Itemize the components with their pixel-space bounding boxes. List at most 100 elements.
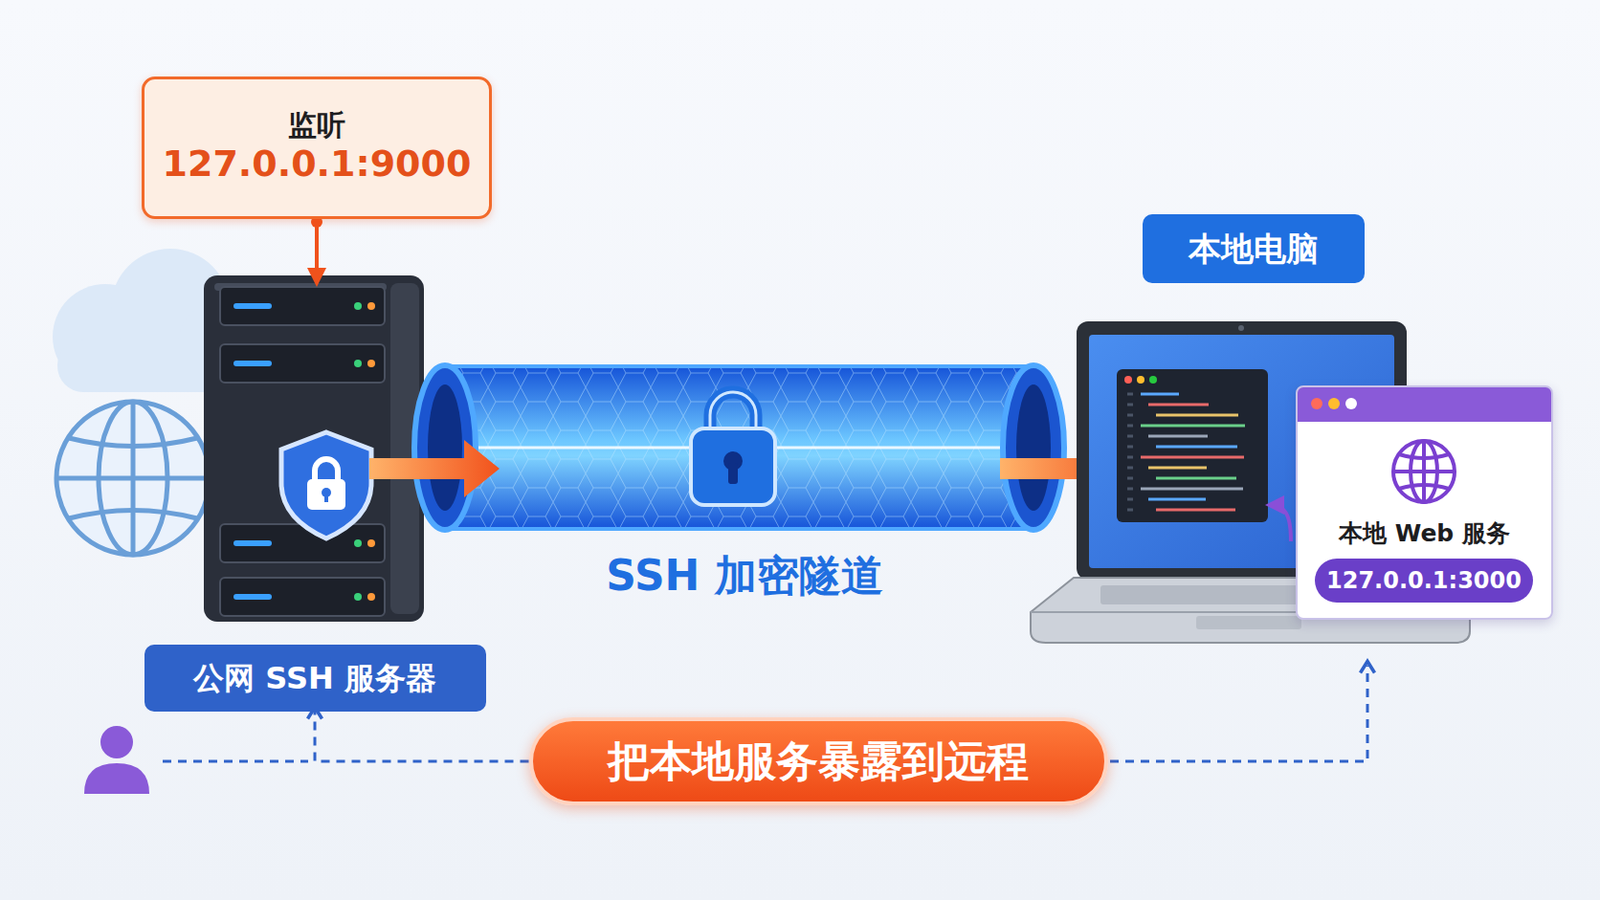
laptop-illustration bbox=[1155, 477, 1237, 481]
laptop-illustration bbox=[1116, 369, 1268, 523]
dashed-line bbox=[162, 760, 309, 764]
flow-arrow bbox=[369, 440, 500, 498]
laptop-illustration bbox=[1136, 376, 1145, 384]
laptop-illustration bbox=[1155, 509, 1236, 512]
tunnel-label: SSH 加密隧道 bbox=[605, 551, 884, 602]
node-text: 本地 Web 服务 bbox=[1297, 519, 1552, 549]
laptop-illustration bbox=[1127, 498, 1134, 502]
node-text: 把本地服务暴露到远程 bbox=[607, 736, 1029, 788]
server-illustration bbox=[367, 539, 376, 548]
person-icon bbox=[84, 763, 150, 795]
lock-icon bbox=[728, 463, 738, 485]
laptop-illustration bbox=[1127, 414, 1134, 418]
server-illustration bbox=[220, 577, 385, 617]
lock-icon bbox=[710, 392, 756, 433]
laptop-illustration bbox=[1127, 424, 1134, 428]
server-illustration bbox=[233, 540, 272, 547]
server-illustration bbox=[354, 539, 362, 548]
ssh-tunnel bbox=[1016, 384, 1051, 512]
globe-icon bbox=[56, 476, 210, 482]
action-pill: 把本地服务暴露到远程 bbox=[529, 717, 1109, 806]
laptop-illustration bbox=[1124, 376, 1133, 384]
laptop-illustration bbox=[1140, 424, 1245, 428]
ssh-tunnel bbox=[427, 384, 463, 512]
server-illustration bbox=[324, 492, 329, 503]
laptop-illustration bbox=[1127, 403, 1134, 407]
browser-decor bbox=[1345, 398, 1357, 410]
node-text: 公网 SSH 服务器 bbox=[193, 660, 437, 697]
server-illustration bbox=[307, 479, 346, 511]
server-illustration bbox=[314, 459, 338, 482]
laptop-illustration bbox=[1140, 456, 1245, 460]
callout-box: 监听127.0.0.1:9000 bbox=[141, 76, 493, 220]
server-illustration bbox=[354, 359, 362, 368]
node-text: 本地电脑 bbox=[1188, 229, 1319, 269]
server-illustration bbox=[233, 303, 272, 310]
lock-icon bbox=[690, 392, 776, 506]
globe-icon bbox=[68, 438, 198, 447]
browser-decor bbox=[1399, 454, 1449, 459]
laptop-illustration bbox=[1127, 456, 1134, 460]
server-illustration bbox=[367, 593, 376, 601]
dashed-connector bbox=[314, 711, 530, 762]
lock-icon bbox=[690, 428, 776, 506]
ssh-tunnel bbox=[449, 364, 1034, 369]
laptop-illustration bbox=[1148, 498, 1206, 502]
server-illustration bbox=[220, 287, 385, 617]
node-text: 监听 bbox=[288, 108, 346, 143]
server-illustration bbox=[220, 287, 385, 326]
dashed-line bbox=[1110, 666, 1368, 762]
laptop-illustration bbox=[1196, 616, 1302, 630]
server-illustration bbox=[354, 593, 362, 601]
browser-decor bbox=[1311, 398, 1323, 410]
globe-icon bbox=[68, 511, 198, 520]
globe-icon bbox=[56, 401, 210, 556]
server-illustration bbox=[367, 302, 376, 311]
flow-arrow bbox=[369, 440, 1135, 498]
laptop-illustration bbox=[1140, 488, 1244, 491]
browser-decor bbox=[1422, 441, 1426, 503]
browser-decor bbox=[1328, 398, 1340, 410]
server-illustration bbox=[233, 594, 272, 600]
ssh-tunnel bbox=[1002, 365, 1065, 531]
server-illustration bbox=[220, 524, 385, 563]
server-illustration bbox=[233, 360, 272, 367]
laptop-illustration bbox=[1155, 414, 1239, 418]
ssh-tunnel bbox=[414, 365, 1065, 531]
server-illustration bbox=[203, 275, 424, 623]
laptop-illustration bbox=[1127, 393, 1134, 397]
browser-decor bbox=[1399, 485, 1449, 489]
computer-label: 本地电脑 bbox=[1142, 214, 1365, 284]
laptop-illustration bbox=[1148, 403, 1209, 407]
laptop-illustration bbox=[1148, 466, 1207, 470]
laptop-illustration bbox=[1149, 376, 1157, 384]
browser-window: 127.0.0.1:3000 本地 Web 服务 bbox=[1295, 385, 1554, 621]
laptop-illustration bbox=[1127, 445, 1134, 449]
laptop-illustration bbox=[1127, 435, 1134, 439]
leader-arrow bbox=[314, 222, 319, 284]
return-arrow bbox=[1268, 505, 1291, 542]
return-arrow bbox=[1268, 505, 1291, 542]
laptop-illustration bbox=[1155, 445, 1238, 449]
server-illustration bbox=[220, 344, 385, 383]
address-pill: 127.0.0.1:3000 bbox=[1314, 558, 1534, 603]
browser-decor bbox=[1393, 441, 1455, 503]
laptop-illustration bbox=[1127, 394, 1245, 511]
person-icon bbox=[84, 726, 150, 795]
laptop-illustration bbox=[1127, 509, 1134, 512]
leader-arrow bbox=[311, 216, 323, 284]
node-text: 127.0.0.1:3000 bbox=[1326, 567, 1522, 596]
globe-icon bbox=[56, 401, 210, 556]
lock-icon bbox=[710, 392, 756, 433]
server-illustration bbox=[367, 359, 376, 368]
ssh-tunnel bbox=[449, 527, 1034, 532]
laptop-illustration bbox=[1127, 477, 1134, 481]
ssh-tunnel bbox=[444, 366, 1034, 530]
laptop-illustration bbox=[1148, 435, 1208, 439]
browser-decor bbox=[1297, 387, 1552, 512]
server-illustration bbox=[281, 432, 372, 539]
server-illustration bbox=[203, 275, 424, 623]
server-label: 公网 SSH 服务器 bbox=[144, 644, 487, 712]
